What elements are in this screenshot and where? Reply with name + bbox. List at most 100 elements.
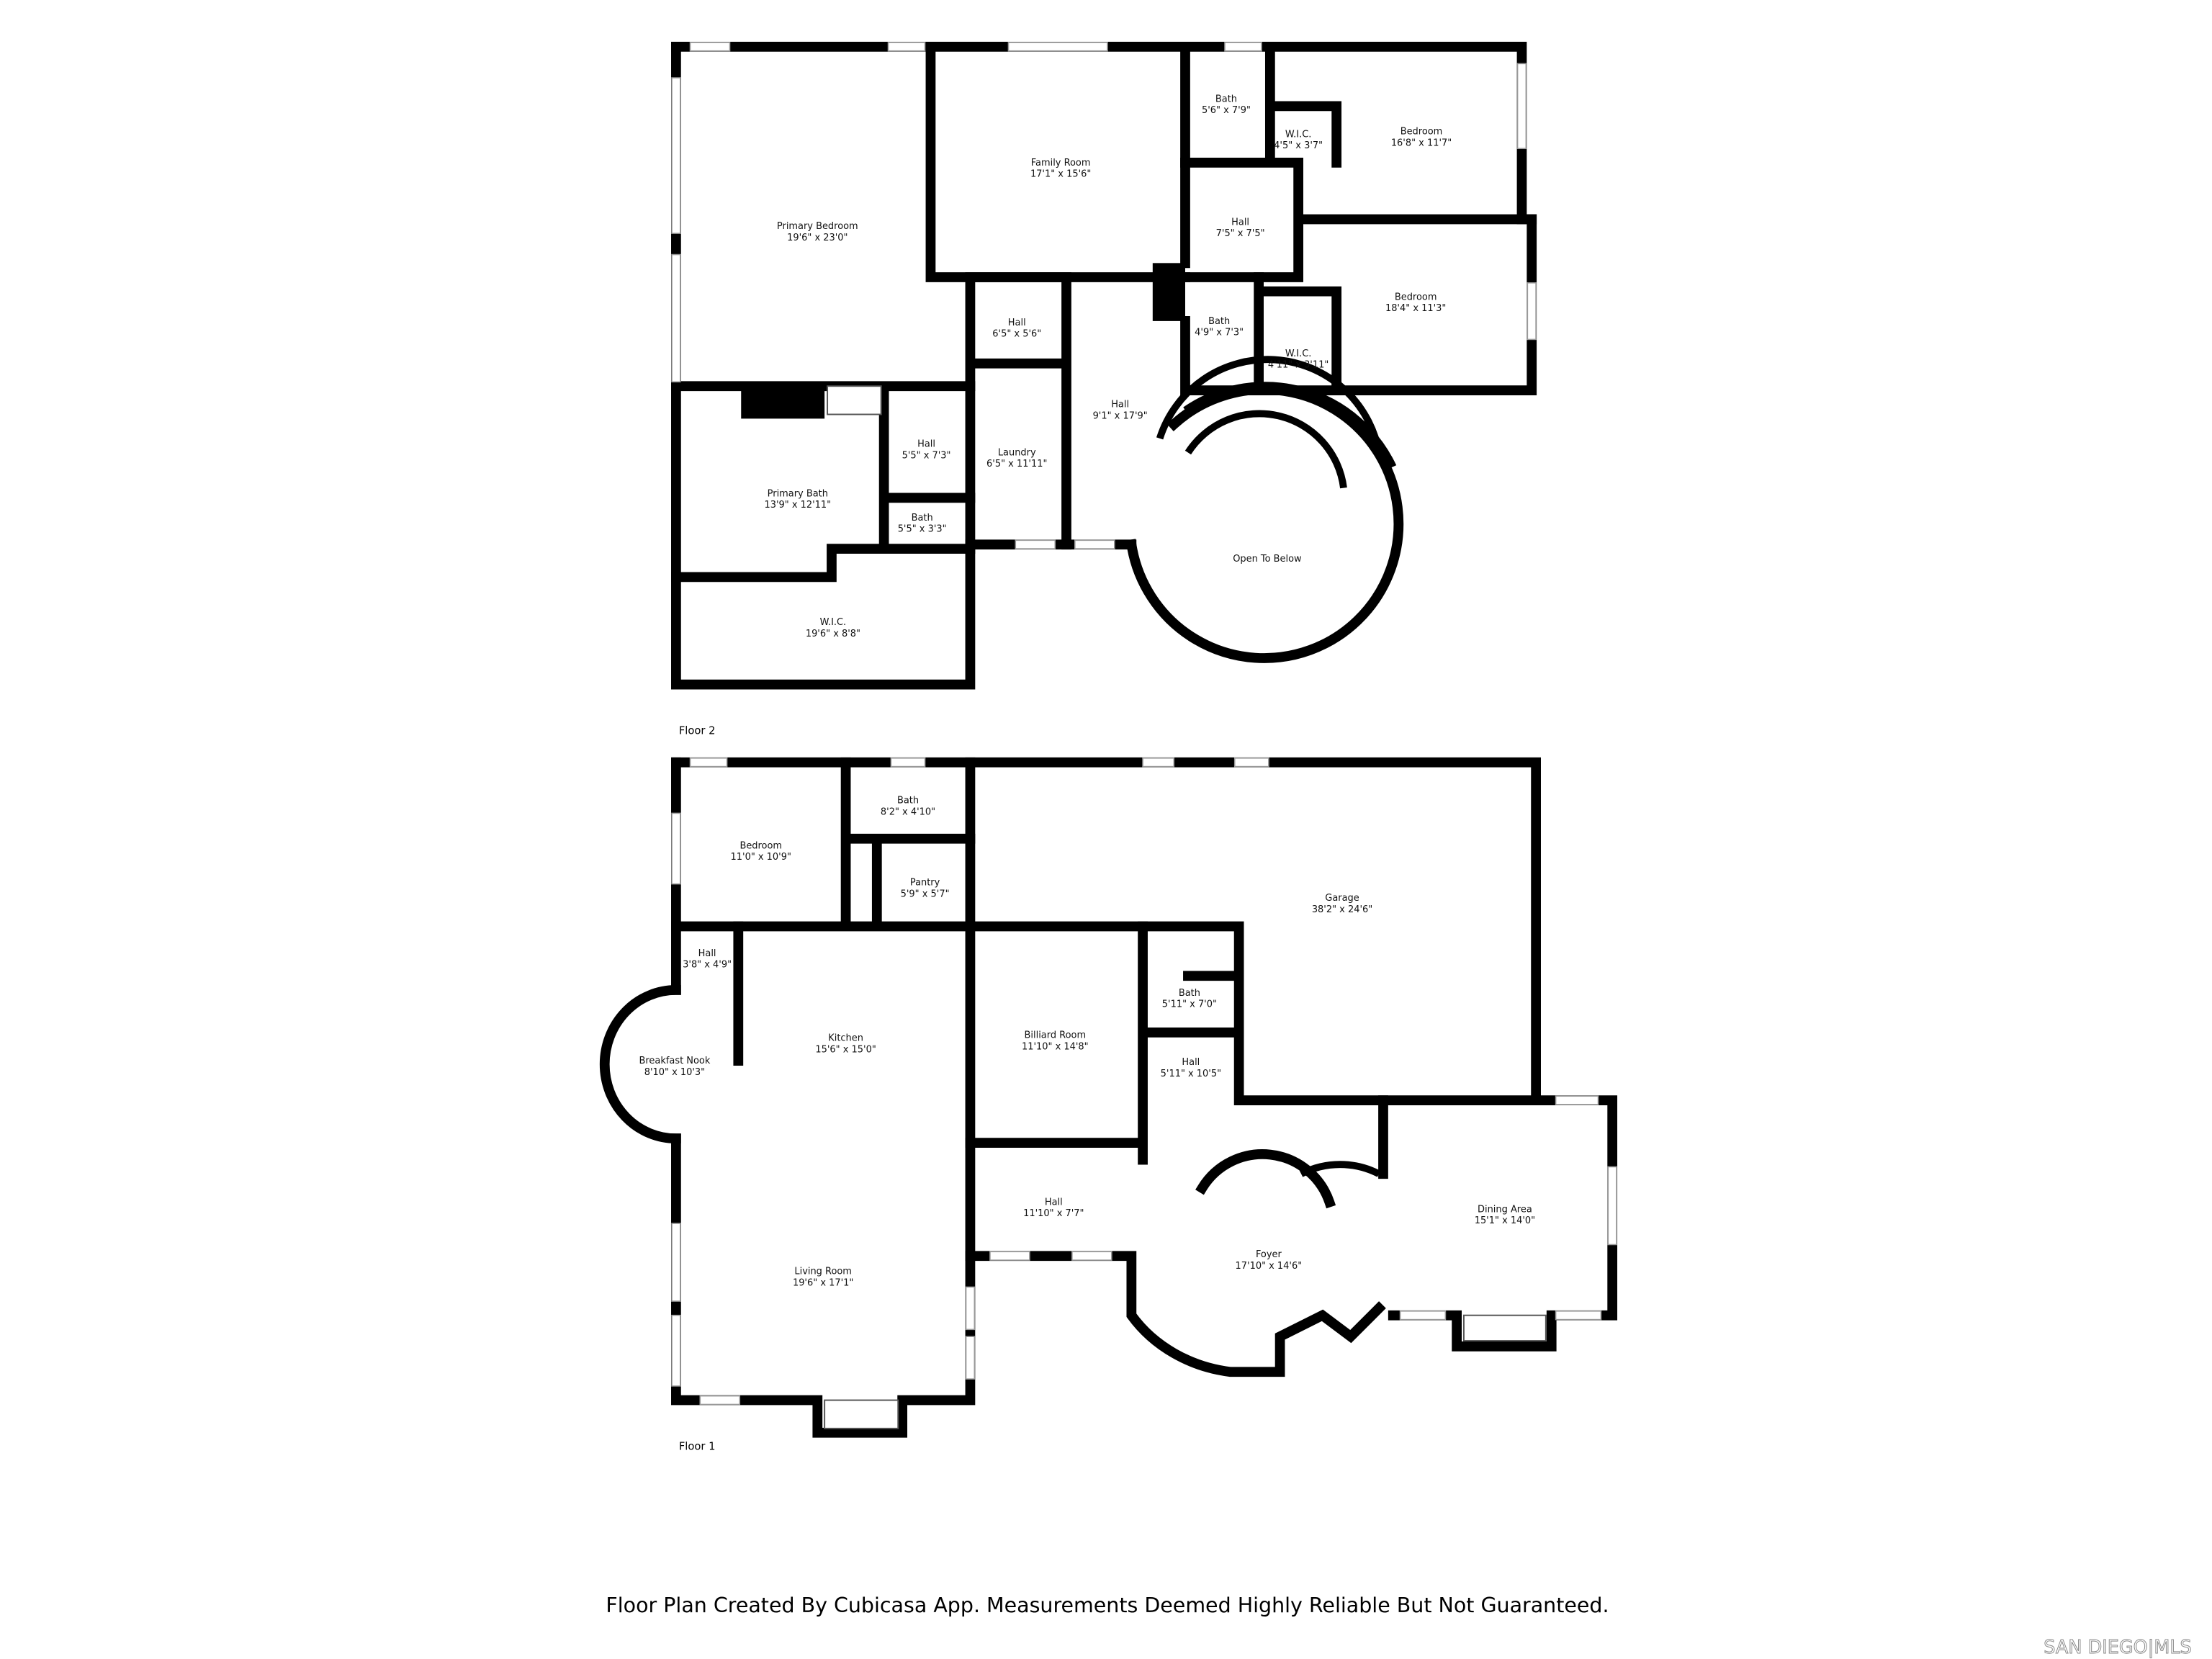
room-name: Primary Bath: [768, 488, 828, 499]
room-name: Foyer: [1256, 1249, 1282, 1260]
room-name: Bath: [1208, 316, 1230, 327]
room-dimensions: 4'11" x 3'11": [1268, 360, 1328, 371]
room-name: Breakfast Nook: [639, 1056, 711, 1066]
room-dimensions: 19'6" x 23'0": [787, 233, 848, 243]
room-name: Hall: [698, 948, 716, 959]
fireplace-icon: [827, 385, 882, 415]
room-name: Hall: [917, 439, 935, 450]
fireplace-icon: [824, 1399, 899, 1429]
room-name: Bedroom: [739, 841, 782, 852]
room-dimensions: 18'4" x 11'3": [1385, 303, 1446, 314]
floor-1-label: Floor 1: [679, 1440, 716, 1452]
room-dimensions: 6'5" x 5'6": [992, 328, 1041, 339]
room-dimensions: 16'8" x 11'7": [1391, 138, 1452, 148]
room-name: W.I.C.: [1285, 349, 1312, 359]
room-name: Pantry: [910, 878, 940, 889]
room-dimensions: 19'6" x 17'1": [793, 1277, 853, 1288]
fireplace-icon: [1462, 1314, 1547, 1342]
room-dimensions: 5'11" x 10'5": [1161, 1069, 1221, 1079]
floor-1-windows: [671, 757, 1617, 1406]
room-dimensions: 11'10" x 14'8": [1022, 1041, 1089, 1052]
room-dimensions: 5'6" x 7'9": [1202, 105, 1251, 116]
room-dimensions: 11'0" x 10'9": [731, 852, 791, 863]
room-label: W.I.C.4'11" x 3'11": [1268, 349, 1328, 371]
room-dimensions: 11'10" x 7'7": [1023, 1208, 1084, 1219]
room-label: W.I.C.4'5" x 3'7": [1274, 130, 1323, 152]
room-name: Hall: [1111, 400, 1129, 410]
room-name: Family Room: [1031, 158, 1091, 168]
room-dimensions: 5'5" x 3'3": [898, 524, 947, 535]
room-label: Open To Below: [1233, 554, 1302, 565]
room-dimensions: 5'9" x 5'7": [901, 889, 950, 899]
room-name: Bedroom: [1401, 127, 1443, 138]
room-name: Laundry: [998, 447, 1036, 458]
floor-2-walls: [671, 41, 1537, 690]
room-dimensions: 15'6" x 15'0": [815, 1044, 876, 1055]
room-dimensions: 3'8" x 4'9": [683, 960, 732, 971]
room-dimensions: 4'5" x 3'7": [1274, 140, 1323, 151]
room-name: Dining Area: [1478, 1204, 1532, 1215]
room-dimensions: 4'9" x 7'3": [1195, 328, 1244, 338]
room-name: Bath: [1215, 94, 1237, 104]
room-dimensions: 7'5" x 7'5": [1216, 228, 1265, 239]
room-name: W.I.C.: [1285, 130, 1312, 140]
room-name: Bath: [897, 796, 919, 806]
room-dimensions: 17'10" x 14'6": [1236, 1261, 1303, 1272]
room-dimensions: 5'5" x 7'3": [902, 450, 951, 461]
room-dimensions: 6'5" x 11'11": [986, 459, 1047, 469]
room-dimensions: 9'1" x 17'9": [1093, 410, 1148, 421]
room-dimensions: 19'6" x 8'8": [806, 629, 860, 639]
room-name: Kitchen: [828, 1033, 863, 1044]
floor-1-walls: [599, 757, 1618, 1438]
room-name: Bedroom: [1395, 292, 1437, 302]
room-dimensions: 13'9" x 12'11": [764, 500, 831, 511]
room-dimensions: 17'1" x 15'6": [1030, 169, 1091, 180]
disclaimer-text: Floor Plan Created By Cubicasa App. Meas…: [606, 1593, 1609, 1617]
column-block: [1152, 263, 1185, 321]
room-name: Billiard Room: [1025, 1030, 1087, 1041]
room-name: Living Room: [794, 1267, 852, 1277]
room-name: Open To Below: [1233, 554, 1302, 565]
closet-block: [741, 386, 825, 419]
room-dimensions: 38'2" x 24'6": [1312, 904, 1372, 915]
room-name: Bath: [912, 513, 933, 523]
room-dimensions: 8'10" x 10'3": [644, 1067, 705, 1078]
room-name: Bath: [1179, 988, 1200, 999]
room-name: Hall: [1231, 217, 1249, 228]
san-diego-mls-logo: SAN DIEGO|MLS: [2044, 1637, 2192, 1658]
room-name: Garage: [1325, 893, 1359, 904]
floor-2-label: Floor 2: [679, 724, 716, 737]
room-dimensions: 15'1" x 14'0": [1475, 1215, 1535, 1226]
room-label: W.I.C.19'6" x 8'8": [806, 617, 860, 639]
